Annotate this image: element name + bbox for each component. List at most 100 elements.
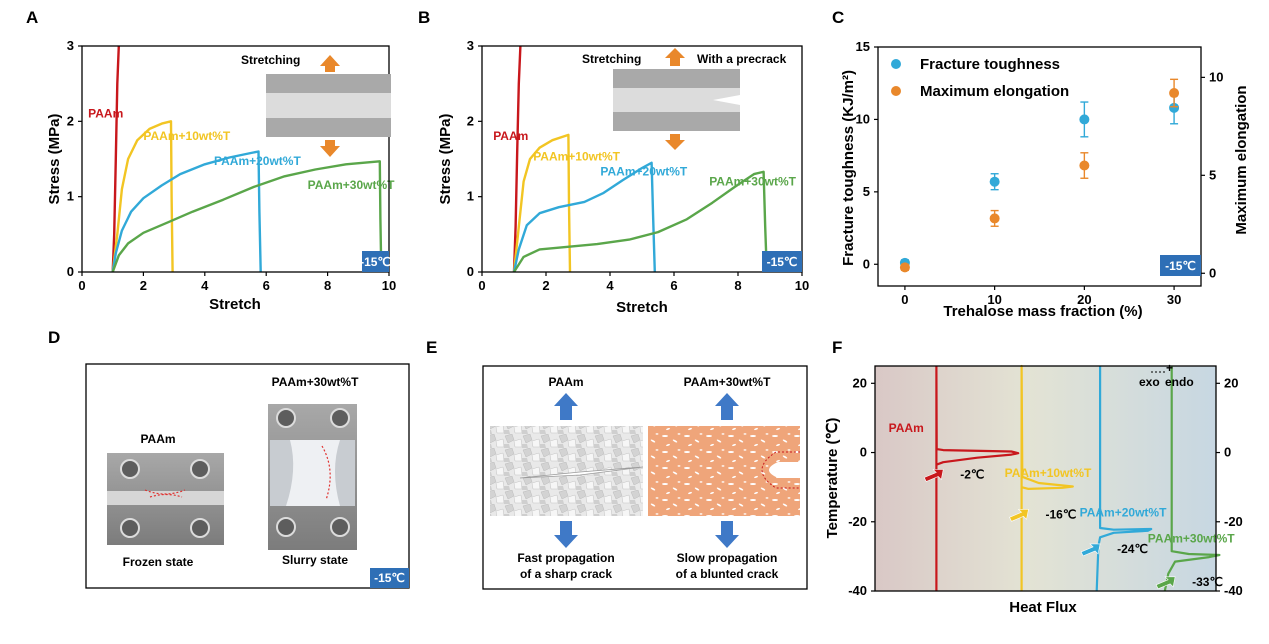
temperature-badge [370,568,409,588]
screw-icon [276,408,296,428]
dsc-curve-paam-30wt-t [1163,366,1221,592]
legend-label-toughness: Fracture toughness [920,56,1060,73]
y-tick-label: 1 [467,189,474,204]
y-tick-label: 15 [856,39,870,54]
schematic-caption-left-1: Fast propagation [517,551,614,565]
series-line-paam-30wt-t [111,160,383,273]
x-tick-label: 6 [263,278,270,293]
temperature-badge-text: -15℃ [767,255,798,269]
schematic-caption-right-2: of a blunted crack [676,567,779,581]
x-tick-label: 10 [987,292,1001,307]
inset-label: Stretching [241,53,300,67]
x-tick-label: 10 [382,278,396,293]
screw-icon [276,517,296,537]
x-axis-title: Heat Flux [1009,599,1077,616]
x-tick-label: 10 [795,278,809,293]
y-axis-title: Stress (MPa) [46,114,63,205]
screw-icon [190,518,210,538]
transition-temperature-label: -2℃ [960,468,984,482]
y-tick-label: 3 [467,38,474,53]
photo-caption-left: Frozen state [123,555,194,569]
panel-letter-e: E [426,338,437,357]
data-point [899,262,910,273]
series-label: PAAm [88,107,123,121]
plus-icon: + [1166,361,1173,375]
transition-temperature-label: -16℃ [1046,507,1077,521]
series-label: PAAm [889,421,924,435]
x-tick-label: 2 [542,278,549,293]
screw-icon [190,459,210,479]
y-tick-label: 0 [467,264,474,279]
x-tick-label: 20 [1077,292,1091,307]
photo-panel-d: PAAm PAAm+30wt%T Frozen state Slurry sta… [85,363,410,589]
panel-letter-f: F [832,338,842,357]
slurry-sample-photo [268,404,357,550]
series-label: PAAm+10wt%T [1005,466,1092,480]
schematic-panel-e: PAAm PAAm+30wt%T Fast propagation of a s… [482,365,808,590]
series-label: PAAm+20wt%T [600,165,687,179]
y-tick-label: -40 [848,583,867,598]
arrow-icon [1155,576,1176,590]
screw-icon [120,459,140,479]
down-arrow-icon [554,521,578,548]
y-tick-label: 20 [853,375,867,390]
endo-label: endo [1165,375,1194,389]
series-label: PAAm+10wt%T [533,150,620,164]
series-label: PAAm+10wt%T [143,129,230,143]
panel-letter-b: B [418,8,430,27]
y-tick-label: 1 [67,189,74,204]
x-tick-label: 4 [201,278,209,293]
y-tick-label: 5 [863,184,870,199]
temperature-badge [762,251,802,272]
sample-gel-region [266,93,391,118]
exo-label: exo [1139,375,1160,389]
legend-label-elongation: Maximum elongation [920,83,1069,100]
temperature-badge [362,251,389,272]
inset-label-2: With a precrack [697,52,787,66]
y2-tick-label: 10 [1209,69,1223,84]
arrow-icon [923,469,944,482]
legend-marker-elongation [891,86,901,96]
data-point [1169,88,1180,99]
temperature-badge [1160,255,1201,276]
temperature-badge-text: -15℃ [1165,259,1196,273]
x-axis-title: Stretch [209,296,261,313]
x-tick-label: 30 [1167,292,1181,307]
x-tick-label: 2 [140,278,147,293]
screw-icon [330,408,350,428]
x-tick-label: 8 [734,278,741,293]
panel-letter-c: C [832,8,844,27]
plot-frame [877,46,1202,287]
temperature-badge-text: -15℃ [360,255,391,269]
y-tick-label: 0 [67,264,74,279]
temperature-badge-text: -15℃ [374,571,405,585]
screw-icon [330,517,350,537]
x-tick-label: 4 [606,278,614,293]
series-label: PAAm+30wt%T [1148,532,1235,546]
plot-frame [874,365,1217,592]
stretching-inset-a: Stretching [241,53,391,157]
schematic-caption-left-2: of a sharp crack [520,567,612,581]
plot-frame [481,45,803,273]
series-line-paam-30wt-t [512,170,768,273]
y-tick-label: 2 [467,113,474,128]
dsc-curve-paam-10wt-t [1020,364,1074,591]
blunted-crack [769,462,800,478]
x-tick-label: 0 [478,278,485,293]
y2-tick-label: 20 [1224,375,1238,390]
series-label: PAAm+30wt%T [709,174,796,188]
x-tick-label: 6 [670,278,677,293]
transition-temperature-label: -24℃ [1117,542,1148,556]
inset-label: Stretching [582,52,641,66]
plot-frame [81,45,390,273]
precrack-notch [713,95,740,105]
series-line-paam-20wt-t [512,161,656,273]
data-point [1169,102,1180,113]
transition-temperature-label: -33℃ [1192,575,1223,589]
arrow-icon [1009,509,1029,522]
photo-caption-right: Slurry state [282,553,348,567]
dsc-chart-f: PAAmPAAm+10wt%TPAAm+20wt%TPAAm+30wt%T-2℃… [824,361,1243,616]
x-tick-label: 8 [324,278,331,293]
y2-axis-title: Maximum elongation [1233,85,1250,234]
